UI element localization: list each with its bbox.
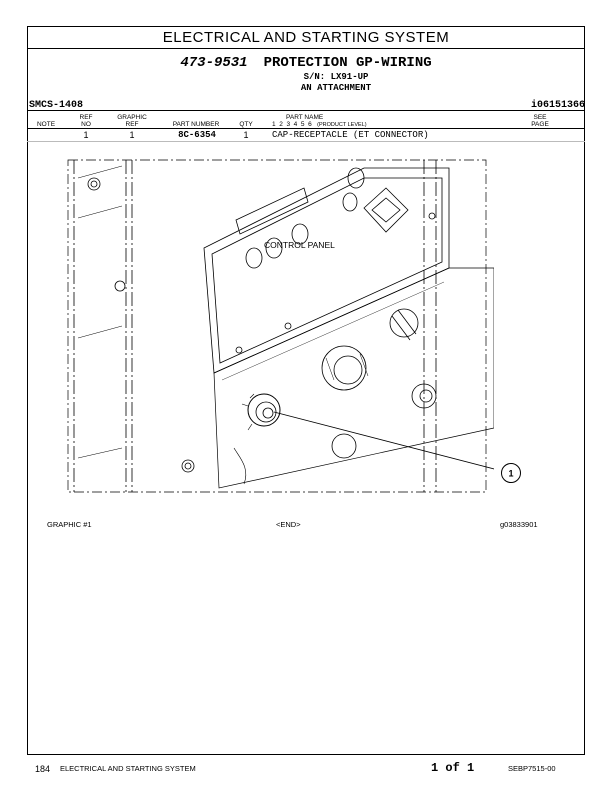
group-heading: 473-9531 PROTECTION GP-WIRING: [28, 55, 584, 71]
header-rule: [27, 110, 585, 111]
group-number: 473-9531: [180, 55, 248, 71]
row-part-number: 8C-6354: [178, 130, 216, 140]
col-see-page: SEE PAGE: [531, 114, 549, 128]
smcs-code: SMCS-1408: [29, 100, 84, 111]
control-panel-label: CONTROL PANEL: [264, 240, 335, 250]
row-rule: [27, 141, 585, 142]
document-number: SEBP7515-00: [508, 764, 556, 773]
end-marker: <END>: [276, 520, 301, 529]
callout-1: 1: [501, 463, 521, 483]
footer-section: ELECTRICAL AND STARTING SYSTEM: [60, 764, 196, 773]
row-part-name: CAP-RECEPTACLE (ET CONNECTOR): [272, 130, 429, 140]
graphic-label: GRAPHIC #1: [47, 520, 92, 529]
graphic-id: g03833901: [500, 520, 538, 529]
group-subtitle: AN ATTACHMENT: [300, 83, 372, 93]
col-part-number: PART NUMBER: [172, 121, 220, 128]
section-title: ELECTRICAL AND STARTING SYSTEM: [28, 27, 584, 49]
column-rule: [27, 128, 585, 129]
row-qty: 1: [243, 130, 249, 140]
row-ref-no: 1: [83, 130, 89, 140]
row-graphic-ref: 1: [129, 130, 135, 140]
col-note: NOTE: [36, 121, 56, 128]
col-ref-no: REF NO: [79, 114, 93, 128]
pagination: 1 of 1: [431, 761, 475, 775]
document-ident: i06151366: [530, 100, 585, 111]
callout-number: 1: [508, 469, 513, 479]
col-part-name: PART NAME 1 2 3 4 5 6 (PRODUCT LEVEL): [272, 114, 367, 128]
col-graphic-ref: GRAPHIC REF: [117, 114, 147, 128]
group-name: PROTECTION GP-WIRING: [263, 55, 432, 71]
col-qty: QTY: [239, 121, 253, 128]
page-number: 184: [35, 764, 51, 774]
serial-range: S/N: LX91-UP: [303, 72, 369, 82]
parts-illustration: CONTROL PANEL: [67, 159, 494, 493]
